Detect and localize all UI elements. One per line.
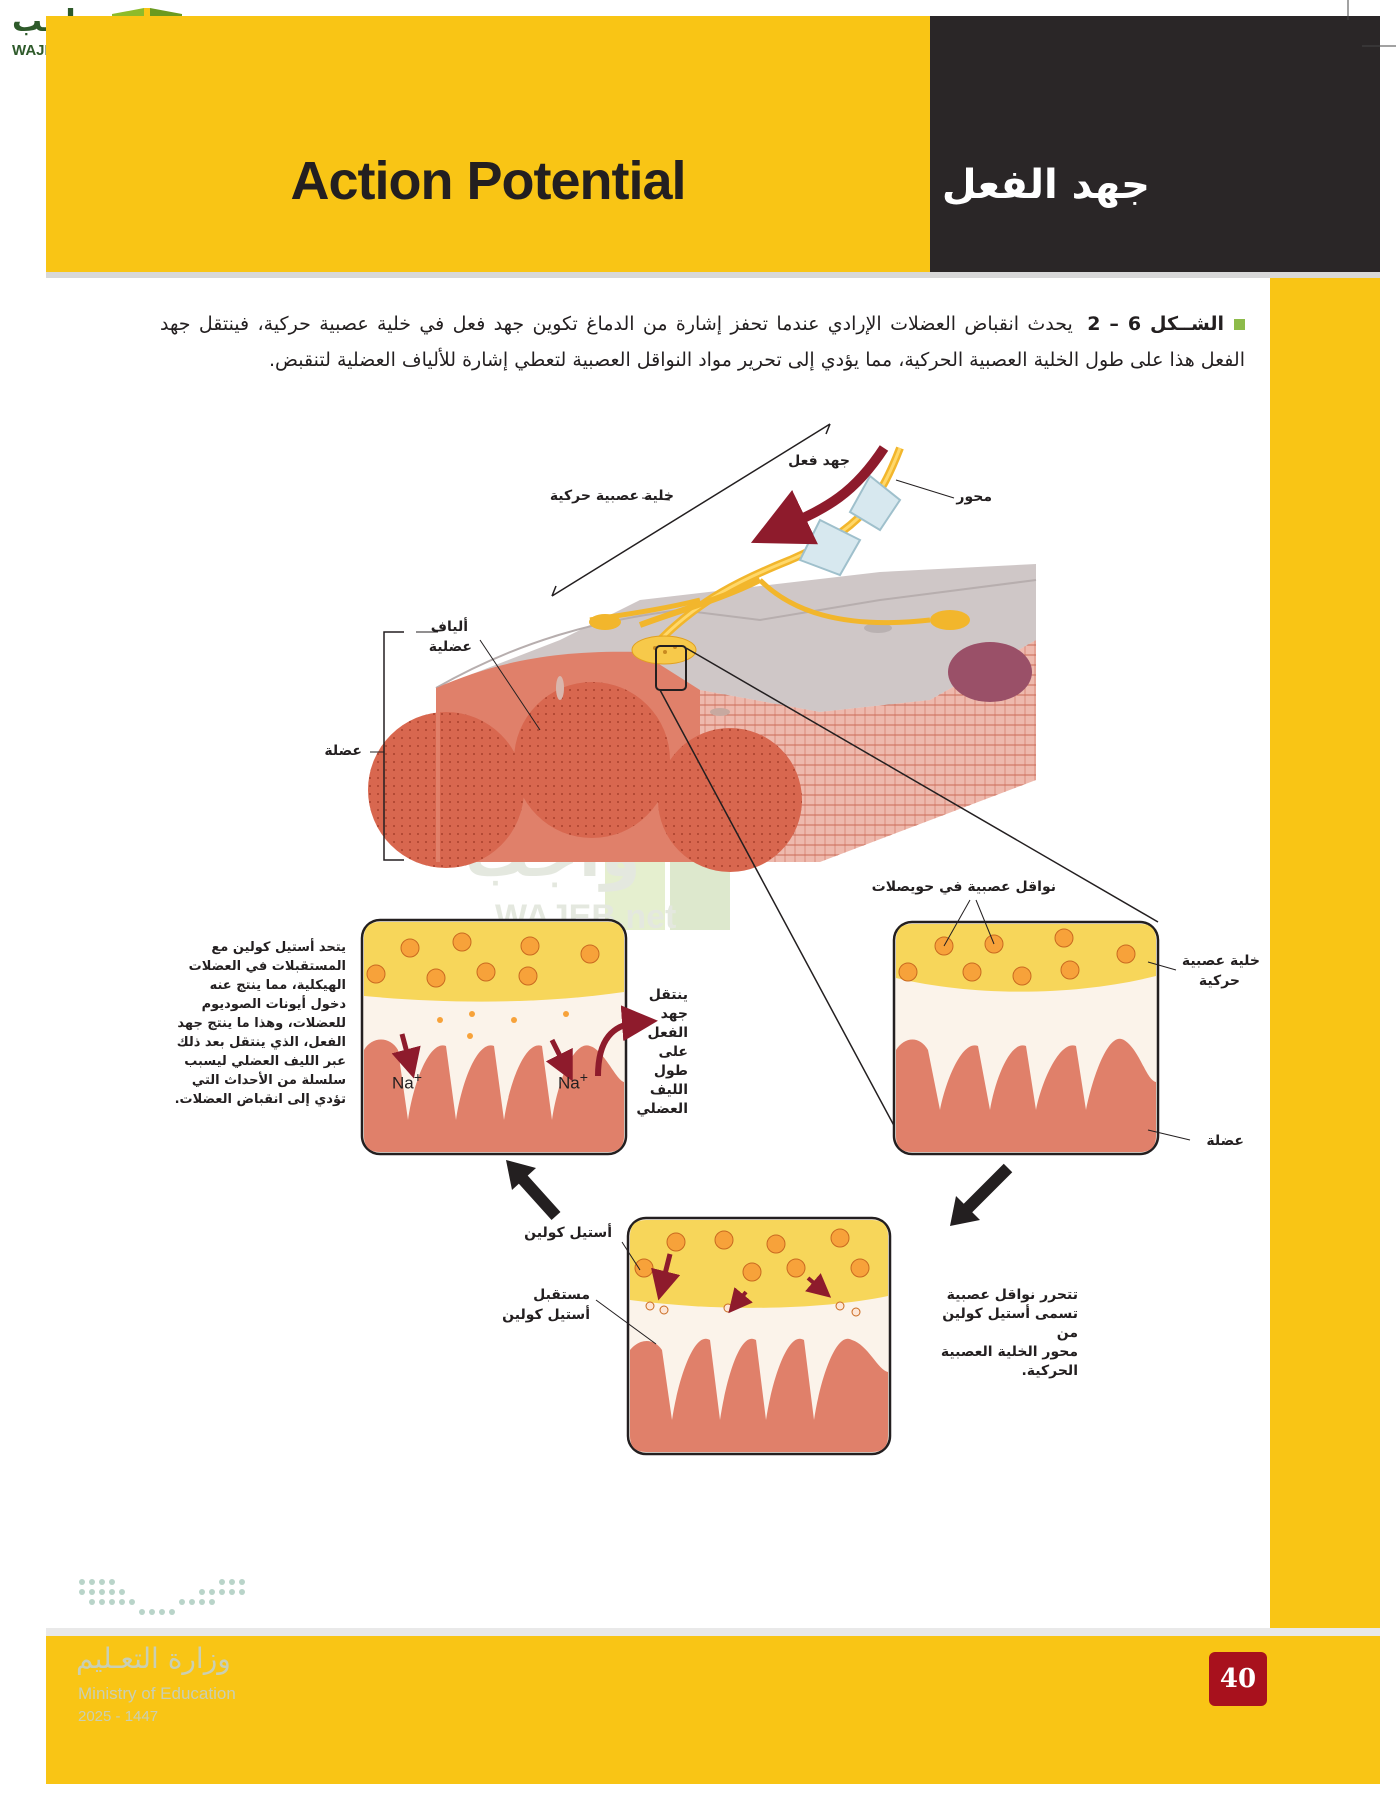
label-release-text: تتحرر نواقل عصبية تسمى أستيل كولين من مح…	[920, 1286, 1078, 1381]
travel-line-1: ينتقل	[648, 987, 688, 1003]
label-receptor-2: أستيل كولين	[502, 1307, 590, 1323]
header-yellow-band	[46, 16, 930, 272]
panel-left	[360, 918, 658, 1156]
bind-line-4: دخول أيونات الصوديوم	[201, 997, 346, 1012]
bind-line-3: الهيكلية، مما ينتج عنه	[209, 978, 346, 993]
label-travel-text: ينتقل جهد الفعل على طول الليف العضلي	[630, 986, 688, 1119]
travel-line-4: على	[658, 1044, 688, 1060]
bind-line-7: عبر الليف العضلي ليسبب	[184, 1054, 346, 1069]
label-bind-text: يتحد أستيل كولين مع المستقبلات في العضلا…	[150, 938, 346, 1109]
ministry-name-en: Ministry of Education	[78, 1684, 236, 1703]
bind-line-1: يتحد أستيل كولين مع	[211, 940, 346, 955]
caption-text: يحدث انقباض العضلات الإرادي عندما تحفز إ…	[160, 313, 1245, 371]
label-muscle: عضلة	[324, 743, 362, 759]
crop-mark	[1347, 0, 1396, 47]
bind-line-2: المستقبلات في العضلات	[188, 959, 346, 974]
sodium-label-2: Na+	[558, 1070, 588, 1094]
bind-line-8: سلسلة من الأحداث التي	[191, 1073, 346, 1088]
travel-line-3: الفعل	[647, 1025, 688, 1041]
label-axon: محور	[956, 489, 992, 505]
release-line-4: الحركية.	[1021, 1363, 1078, 1379]
header-divider	[46, 272, 1380, 278]
bind-line-5: للعضلات، وهذا ما ينتج جهد	[177, 1016, 346, 1031]
sodium-symbol-1: Na	[392, 1073, 414, 1093]
travel-line-5: طول	[653, 1063, 688, 1079]
label-motor-neuron: خلية عصبية حركية	[549, 488, 674, 504]
release-line-2: تسمى أستيل كولين من	[942, 1306, 1078, 1341]
ministry-name-ar: وزارة التعـليم	[76, 1642, 231, 1675]
panel-right	[892, 899, 1191, 1156]
right-margin-bar	[1270, 278, 1380, 1628]
travel-line-6: الليف	[649, 1082, 688, 1098]
footer-divider	[46, 1628, 1380, 1636]
label-receptor-1: مستقبل	[533, 1287, 590, 1303]
bullet-square-icon	[1234, 319, 1245, 330]
page-title-ar: جهد الفعل	[941, 162, 1150, 208]
sodium-label-1: Na+	[392, 1070, 422, 1094]
header-dark-band	[930, 16, 1380, 272]
label-acetylcholine: أستيل كولين	[524, 1225, 612, 1241]
label-motor-neuron-right-2: حركية	[1198, 973, 1240, 989]
sodium-charge-1: +	[413, 1070, 423, 1086]
figure-label: الشــكل 6 – 2	[1087, 313, 1224, 335]
page-number: 40	[1209, 1652, 1267, 1706]
label-action-potential: جهد فعل	[788, 453, 850, 469]
ministry-year: 2025 - 1447	[78, 1708, 159, 1725]
bind-line-9: تؤدي إلى انقباض العضلات.	[174, 1092, 346, 1107]
bind-line-6: الفعل، الذي ينتقل بعد ذلك	[176, 1035, 346, 1050]
footer-band	[46, 1628, 1380, 1784]
travel-line-2: جهد	[660, 1006, 688, 1022]
sodium-symbol-2: Na	[558, 1073, 580, 1093]
page-title-en: Action Potential	[290, 151, 686, 211]
panel-bottom	[595, 1216, 892, 1456]
travel-line-7: العضلي	[636, 1101, 688, 1117]
label-motor-neuron-right-1: خلية عصبية	[1181, 953, 1260, 969]
release-line-1: تتحرر نواقل عصبية	[946, 1287, 1078, 1303]
label-muscle-fibers-2: عضلية	[428, 639, 472, 655]
figure-caption: الشــكل 6 – 2 يحدث انقباض العضلات الإراد…	[160, 306, 1245, 378]
sodium-charge-2: +	[579, 1070, 589, 1086]
label-muscle-fibers-1: ألياف	[430, 619, 468, 635]
ministry-emblem-icon	[79, 1579, 245, 1615]
label-muscle-right: عضلة	[1206, 1133, 1244, 1149]
release-line-3: محور الخلية العصبية	[940, 1344, 1078, 1360]
label-vesicles: نواقل عصبية في حويصلات	[871, 879, 1056, 895]
